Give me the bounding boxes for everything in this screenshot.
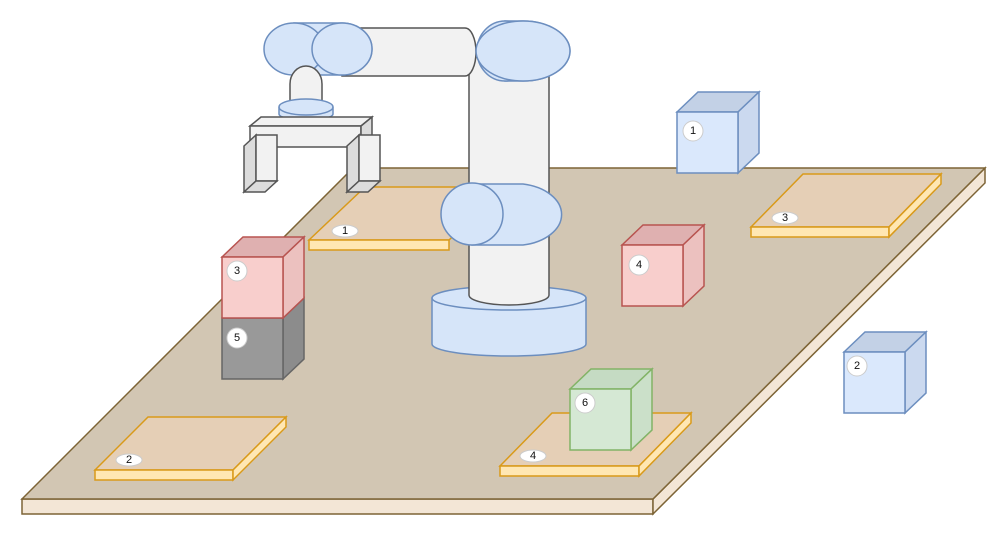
pad-label: 3 (782, 212, 788, 224)
joint-cap (440, 182, 504, 246)
cube-label: 5 (234, 332, 240, 344)
cube-label-badge (226, 327, 248, 349)
gripper-bar-top (247, 116, 375, 127)
red-cube-4: 4 (620, 223, 706, 308)
pad-front (308, 239, 450, 251)
cube-label-badge (682, 120, 704, 142)
robot-wrist-joint (263, 22, 373, 76)
robot-lower-joint (440, 182, 563, 246)
cube-label-badge (574, 392, 596, 414)
grey-cube-5: 5 (221, 296, 305, 381)
red-cube-3: 3 (220, 235, 306, 320)
pad-front (94, 469, 234, 481)
robot-gripper (242, 115, 382, 194)
cube-front (221, 317, 284, 380)
placement-pad-2: 2 (93, 415, 288, 482)
pad-label-badge (331, 224, 359, 238)
cube-label-badge (226, 260, 248, 282)
robot-arm (242, 20, 587, 357)
joint-face (475, 20, 571, 82)
cube-label: 1 (690, 125, 696, 137)
gripper-right-finger-bottom (345, 180, 382, 193)
blue-cube-1: 1 (675, 90, 761, 175)
placement-pad-3: 3 (749, 172, 943, 239)
robot-shoulder-joint (475, 20, 571, 82)
flange-top (278, 98, 334, 116)
cube-front (676, 111, 739, 174)
cube-label: 6 (582, 397, 588, 409)
green-cube-6: 6 (568, 367, 654, 452)
base-body (431, 297, 587, 357)
pad-label: 2 (126, 454, 132, 466)
cube-label: 4 (636, 259, 642, 271)
cube-label-badge (846, 355, 868, 377)
gripper-left-finger-side (255, 134, 278, 182)
robot-column (468, 51, 550, 306)
cube-label: 2 (854, 360, 860, 372)
pad-right (638, 411, 692, 478)
pad-right (232, 415, 287, 482)
pad-label-badge (519, 449, 547, 463)
pad-label-badge (771, 211, 799, 225)
pad-front (750, 226, 890, 238)
joint-face (311, 22, 373, 76)
gripper-left-finger-bottom (242, 180, 279, 193)
table-front-face (21, 498, 654, 515)
pad-front (499, 465, 640, 477)
pad-label: 4 (530, 450, 536, 462)
cube-front (621, 244, 684, 307)
pad-label: 1 (342, 225, 348, 237)
cube-label-badge (628, 254, 650, 276)
cube-label: 3 (234, 265, 240, 277)
blue-cube-2: 2 (842, 330, 928, 415)
gripper-right-finger-side (358, 134, 381, 182)
pad-right (888, 172, 942, 239)
pad-label-badge (115, 453, 143, 467)
